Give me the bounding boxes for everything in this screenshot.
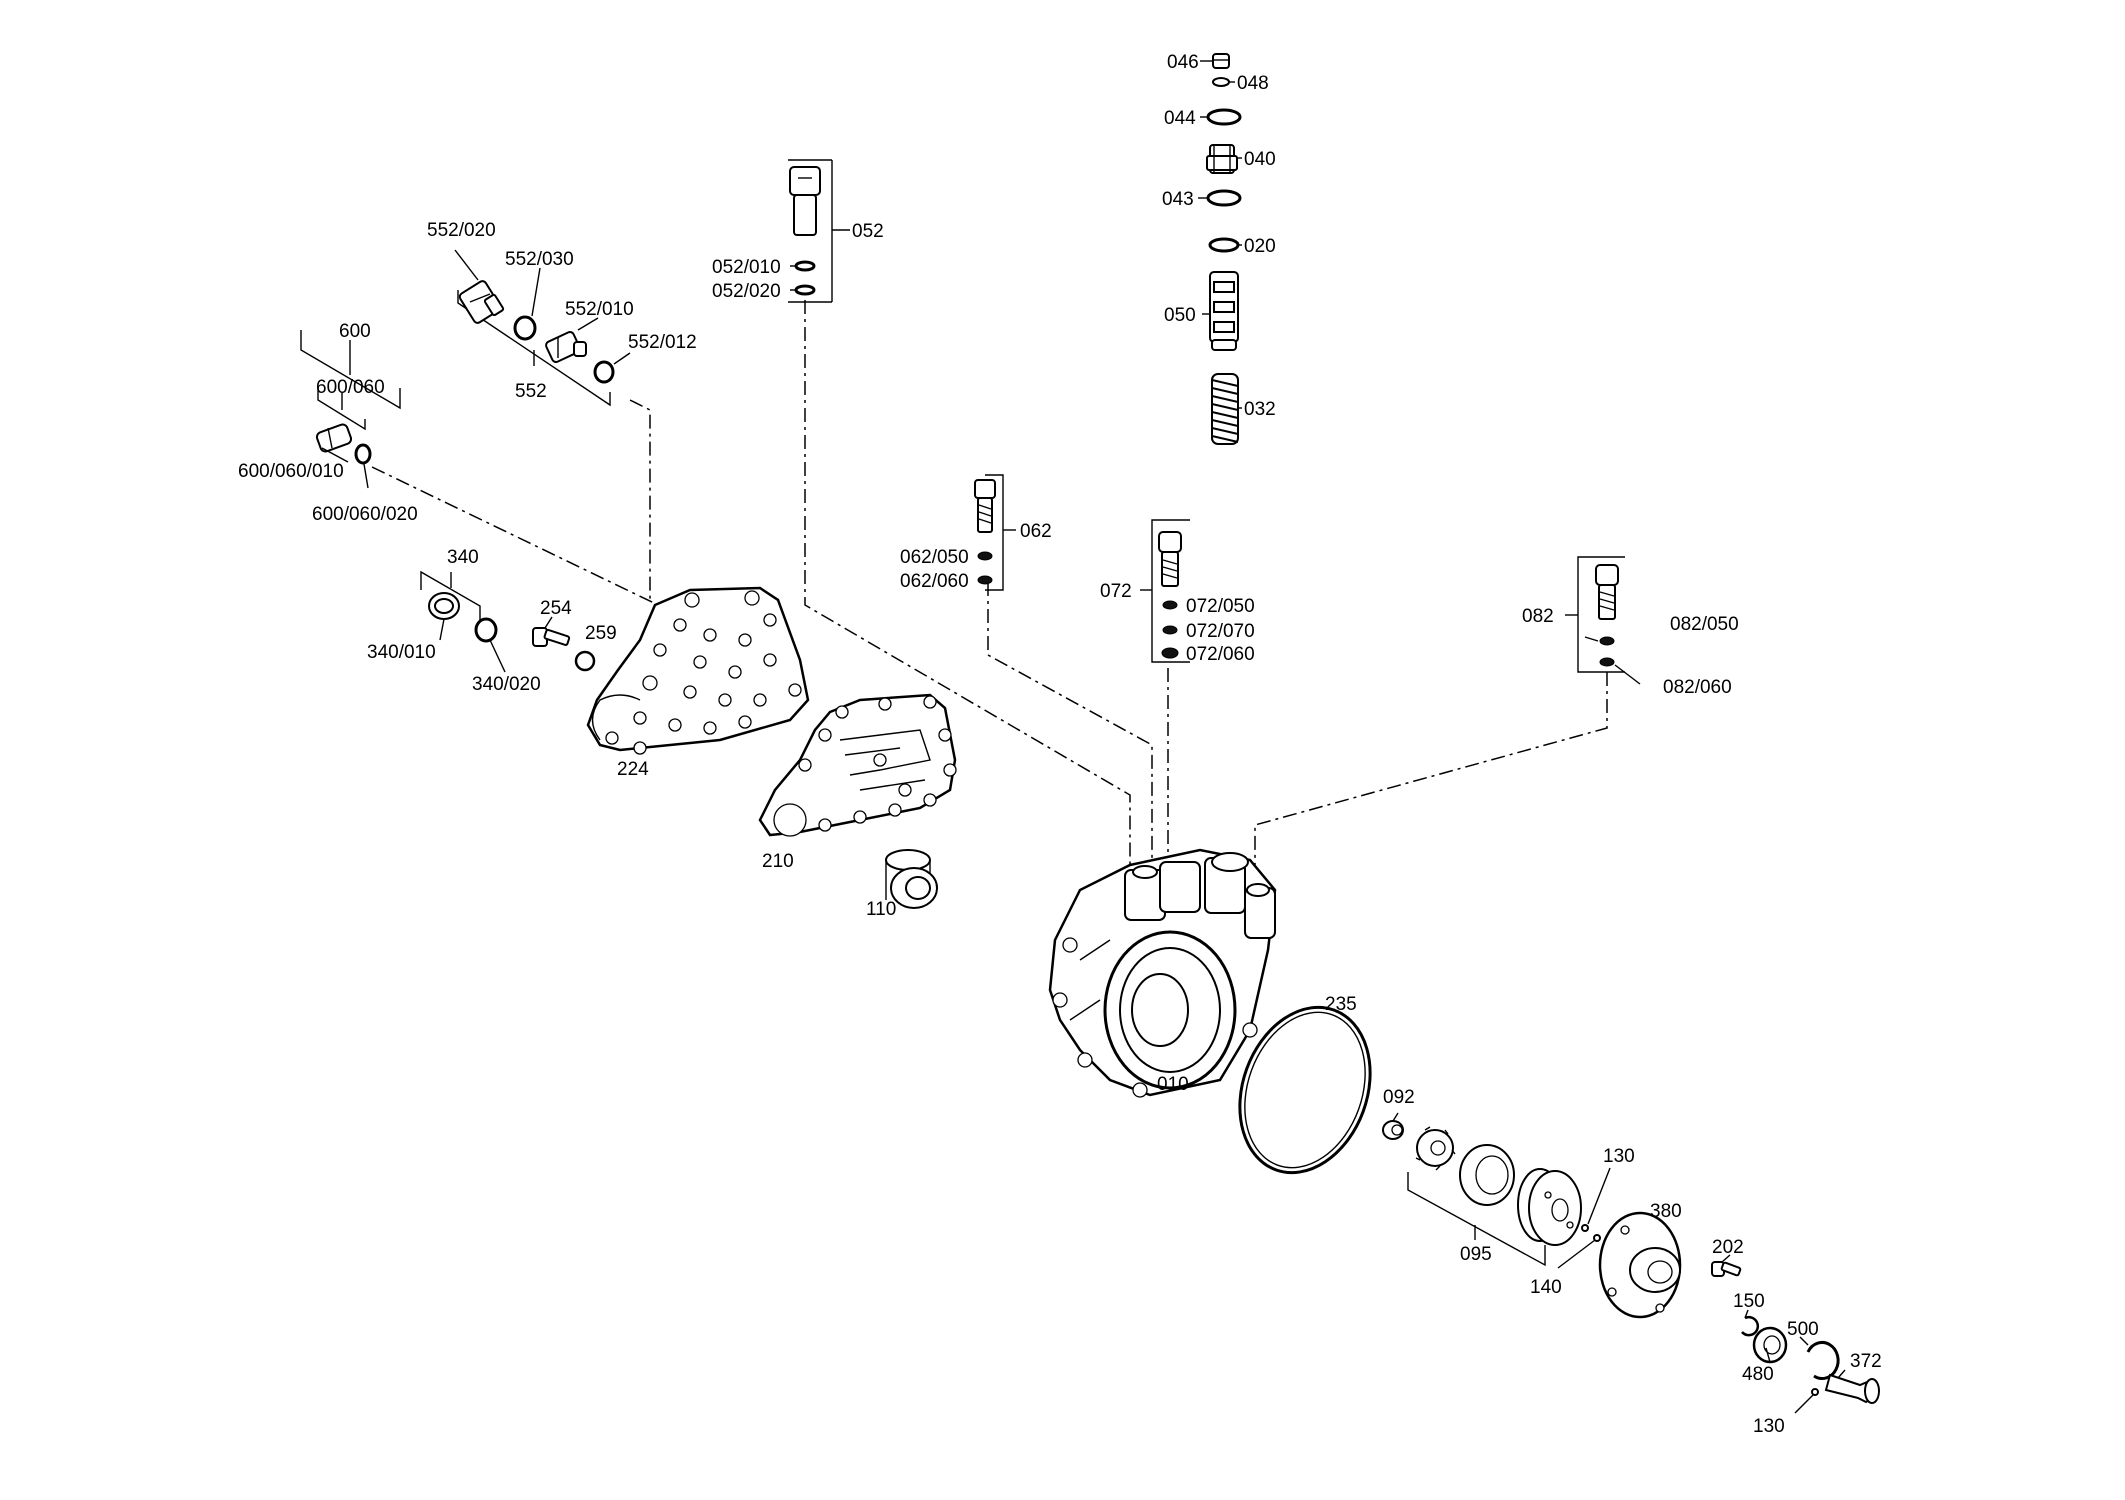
label-050: 050: [1164, 305, 1196, 326]
part-110-filter: [885, 849, 938, 909]
label-254: 254: [540, 598, 572, 619]
label-380: 380: [1650, 1201, 1682, 1222]
part-010-housing: [1048, 848, 1277, 1098]
label-020: 020: [1244, 236, 1276, 257]
label-150: 150: [1733, 1291, 1765, 1312]
label-259: 259: [585, 623, 617, 644]
label-130-upper: 130: [1603, 1146, 1635, 1167]
part-500-circlip: [1806, 1341, 1840, 1380]
label-040: 040: [1244, 149, 1276, 170]
leader-lines: [321, 60, 1846, 1414]
label-480: 480: [1742, 1364, 1774, 1385]
label-202: 202: [1712, 1237, 1744, 1258]
label-048: 048: [1237, 73, 1269, 94]
label-500: 500: [1787, 1319, 1819, 1340]
label-552-010: 552/010: [565, 299, 634, 320]
label-340-020: 340/020: [472, 674, 541, 695]
part-235-oring-inner: [1244, 1011, 1366, 1169]
label-210: 210: [762, 851, 794, 872]
label-052: 052: [852, 221, 884, 242]
label-072-070: 072/070: [1186, 621, 1255, 642]
label-052-020: 052/020: [712, 281, 781, 302]
outer-rotor: [1459, 1144, 1515, 1206]
label-552-030: 552/030: [505, 249, 574, 270]
label-082: 082: [1522, 606, 1554, 627]
label-072: 072: [1100, 581, 1132, 602]
part-480-bearing: [1752, 1326, 1788, 1364]
label-010: 010: [1157, 1074, 1189, 1095]
label-552-020: 552/020: [427, 220, 496, 241]
inner-gear: [1415, 1126, 1456, 1171]
part-095-pump-set: [1407, 1126, 1582, 1267]
part-043-oring: [1206, 189, 1242, 207]
label-062-060: 062/060: [900, 571, 969, 592]
part-092-bushing: [1382, 1120, 1404, 1140]
part-259-washer: [574, 650, 596, 672]
label-600-060: 600/060: [316, 377, 385, 398]
part-210-gasket: [758, 693, 957, 837]
label-600: 600: [339, 321, 371, 342]
label-130-lower: 130: [1753, 1416, 1785, 1437]
assembly-centerlines: [371, 300, 1608, 890]
label-372: 372: [1850, 1351, 1882, 1372]
label-046: 046: [1167, 52, 1199, 73]
label-600-060-010: 600/060/010: [238, 461, 344, 482]
label-140: 140: [1530, 1277, 1562, 1298]
label-072-050: 072/050: [1186, 596, 1255, 617]
part-140-pin: [1593, 1234, 1601, 1242]
part-224-cover-plate: [586, 586, 810, 755]
part-340-plug-group: [420, 570, 498, 643]
label-340-010: 340/010: [367, 642, 436, 663]
label-062: 062: [1020, 521, 1052, 542]
label-082-050: 082/050: [1670, 614, 1739, 635]
label-032: 032: [1244, 399, 1276, 420]
part-372-shaft: [1824, 1373, 1880, 1404]
part-552-fitting-group: [457, 280, 615, 407]
label-044: 044: [1164, 108, 1196, 129]
part-202-bolt: [1711, 1261, 1742, 1277]
label-062-050: 062/050: [900, 547, 969, 568]
part-020-ring: [1208, 237, 1240, 253]
part-130-pin-lower: [1811, 1388, 1819, 1396]
part-082-valve: [1565, 556, 1625, 673]
part-072-valve: [1140, 519, 1190, 663]
part-labels: 046 048 044 040 043 020 050 032 052 052/…: [238, 52, 1882, 1437]
label-110: 110: [866, 899, 896, 920]
label-095: 095: [1460, 1244, 1492, 1265]
part-050-spool: [1209, 271, 1239, 351]
part-380-flange: [1598, 1211, 1682, 1319]
part-040-nut: [1206, 144, 1238, 174]
part-150-retaining-ring: [1741, 1315, 1760, 1337]
label-552: 552: [515, 381, 547, 402]
label-224: 224: [617, 759, 649, 780]
part-044-oring: [1206, 108, 1242, 126]
label-052-010: 052/010: [712, 257, 781, 278]
part-048-ring: [1212, 77, 1230, 87]
part-052-valve: [788, 159, 850, 303]
label-043: 043: [1162, 189, 1194, 210]
label-092: 092: [1383, 1087, 1415, 1108]
label-552-012: 552/012: [628, 332, 697, 353]
part-062-valve: [974, 474, 1016, 591]
part-046-cap: [1212, 53, 1230, 69]
pump-cover: [1517, 1168, 1582, 1246]
part-600-plug-group: [300, 330, 401, 465]
label-340: 340: [447, 547, 479, 568]
part-235-oring: [1238, 1005, 1372, 1175]
part-032-spring: [1211, 373, 1239, 445]
label-082-060: 082/060: [1663, 677, 1732, 698]
label-072-060: 072/060: [1186, 644, 1255, 665]
label-600-060-020: 600/060/020: [312, 504, 418, 525]
part-254-bolt: [532, 627, 571, 647]
label-235: 235: [1325, 994, 1357, 1015]
part-130-pin: [1581, 1224, 1589, 1232]
